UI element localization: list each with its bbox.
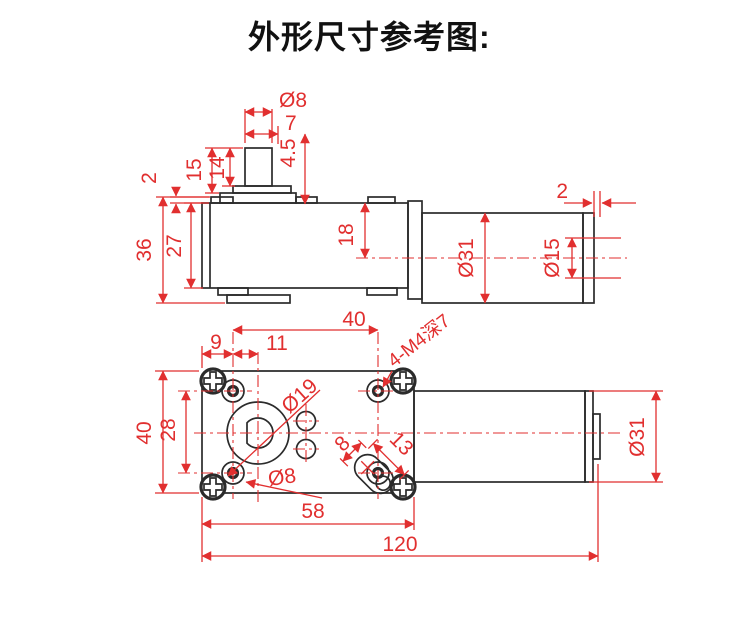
dim-27: 27	[163, 202, 203, 289]
dim-36: 36	[133, 196, 225, 304]
dim-40-top: 40	[232, 308, 379, 335]
dim-4p5: 4.5	[277, 133, 310, 205]
dim-shaft-diameter-label: Ø8	[279, 89, 307, 112]
phillips-cross-icon	[393, 477, 413, 497]
corner-screw	[199, 473, 227, 501]
dim-58-label: 58	[301, 500, 324, 523]
phillips-cross-icon	[203, 477, 223, 497]
top-tab	[210, 196, 234, 204]
dim-14: 14	[206, 147, 235, 187]
bottom-tab	[217, 287, 249, 296]
bottom-foot	[226, 294, 291, 304]
dim-28-label: 28	[157, 418, 180, 441]
gearbox-side-view	[201, 196, 409, 304]
note-4-m4-label: 4-M4深7	[384, 310, 455, 372]
corner-screw	[389, 367, 417, 395]
motor-end-cap	[584, 390, 594, 483]
dim-motor-diameter-plan-label: Ø31	[626, 417, 649, 457]
dim-40-left: 40	[133, 370, 199, 494]
dim-40-top-label: 40	[342, 308, 365, 331]
dim-28: 28	[157, 390, 191, 474]
dim-36-label: 36	[133, 238, 156, 261]
dim-9-label: 9	[210, 331, 222, 354]
dim-rear-cap-2: 2	[556, 180, 636, 217]
motor-rear-hub	[592, 413, 601, 460]
dim-40-left-label: 40	[133, 421, 156, 444]
leader-counterbore-8: Ø8	[245, 464, 323, 499]
dim-120: 120	[201, 464, 599, 562]
side-view: 36 27 2 15 14 Ø	[133, 89, 636, 304]
dim-15: 15	[183, 147, 243, 194]
dim-4p5-label: 4.5	[277, 138, 300, 167]
leader-counterbore-8-label: Ø8	[267, 464, 298, 491]
dim-18: 18	[335, 202, 370, 259]
dim-15-label: 15	[183, 158, 206, 181]
motor-flange	[407, 200, 423, 300]
dim-18-label: 18	[335, 223, 358, 246]
dim-cover-2: 2	[138, 172, 209, 214]
leader-boss-19-label: Ø19	[277, 374, 322, 418]
dim-14-label: 14	[206, 156, 229, 180]
phillips-cross-icon	[393, 371, 413, 391]
top-tab	[295, 196, 318, 204]
motor-plan-view	[413, 390, 601, 483]
dim-rear-hub-15-label: Ø15	[541, 238, 564, 278]
dim-58: 58	[201, 497, 415, 562]
dim-120-label: 120	[382, 533, 417, 556]
phillips-cross-icon	[203, 371, 223, 391]
page-title: 外形尺寸参考图:	[248, 19, 491, 55]
dim-rear-cap-2-label: 2	[556, 180, 568, 203]
corner-screw	[199, 367, 227, 395]
corner-screw	[389, 473, 417, 501]
motor-side-view	[407, 200, 595, 304]
bottom-tab	[366, 287, 398, 296]
dim-11-label: 11	[266, 332, 288, 355]
top-tab	[367, 196, 396, 204]
dim-motor-diameter-side: Ø31	[455, 212, 490, 304]
dim-rear-hub-15: Ø15	[541, 237, 621, 279]
dim-motor-diameter-side-label: Ø31	[455, 238, 478, 278]
leader-boss-19: Ø19	[227, 374, 322, 477]
dim-cover-2-label: 2	[138, 172, 161, 184]
output-shaft-side	[219, 147, 297, 204]
plan-view: 8 13 40 9 11	[133, 308, 663, 562]
dim-9: 9	[201, 331, 234, 368]
dim-11: 11	[232, 332, 288, 359]
dim-7-label: 7	[285, 112, 297, 135]
dim-27-label: 27	[163, 234, 186, 257]
dim-motor-diameter-plan: Ø31	[589, 390, 663, 483]
motor-body	[413, 390, 586, 483]
dim-shaft-diameter: Ø8	[244, 89, 307, 143]
dim-7: 7	[244, 112, 297, 144]
